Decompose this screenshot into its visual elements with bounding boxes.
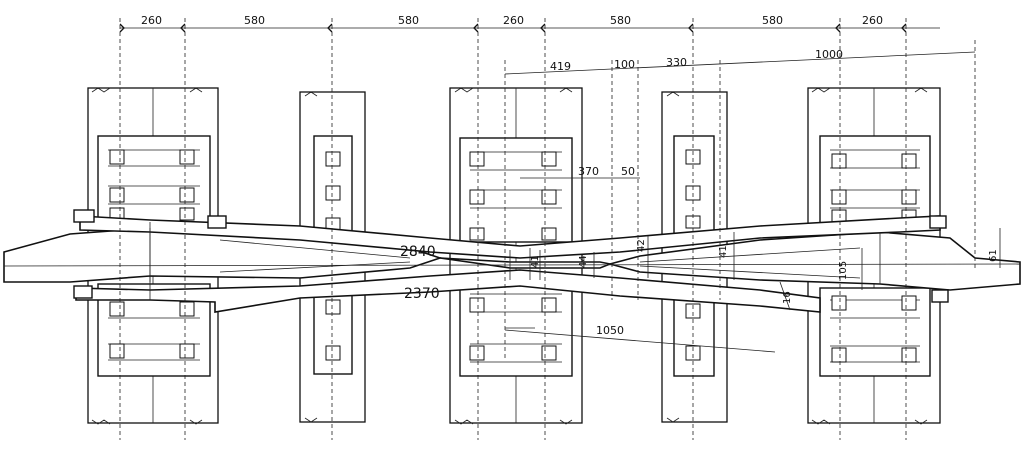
dim-1000: 1000	[815, 48, 843, 61]
rail-length-2840: 2840	[400, 244, 436, 260]
dim-1050: 1050	[596, 324, 624, 337]
dimension-labels: 260 580 580 260 580 580 260 419 100 330 …	[141, 14, 999, 337]
dim-v-42: 42	[636, 239, 647, 252]
rails	[3, 209, 1021, 313]
dim-top-5: 580	[610, 14, 631, 27]
dim-v-44: 44	[578, 255, 589, 268]
dim-50: 50	[621, 165, 635, 178]
dim-top-3: 580	[398, 14, 419, 27]
dim-100: 100	[614, 58, 635, 71]
dim-330: 330	[666, 56, 687, 69]
dim-v-41a: 41	[530, 255, 541, 268]
dim-top-2: 580	[244, 14, 265, 27]
dim-top-1: 260	[141, 14, 162, 27]
bolts	[109, 149, 917, 363]
dim-v-105: 105	[838, 261, 849, 280]
dim-370: 370	[578, 165, 599, 178]
dim-v-16: 16	[782, 291, 793, 304]
dim-v-61: 61	[988, 249, 999, 262]
dim-top-6: 580	[762, 14, 783, 27]
wing-rail-2840	[79, 215, 941, 259]
dim-v-41b: 41	[718, 245, 729, 258]
rail-length-2370: 2370	[404, 286, 440, 302]
dim-top-4: 260	[503, 14, 524, 27]
dimension-lines	[119, 18, 1001, 440]
dim-top-7: 260	[862, 14, 883, 27]
check-rail-2370	[75, 269, 821, 313]
dim-419: 419	[550, 60, 571, 73]
